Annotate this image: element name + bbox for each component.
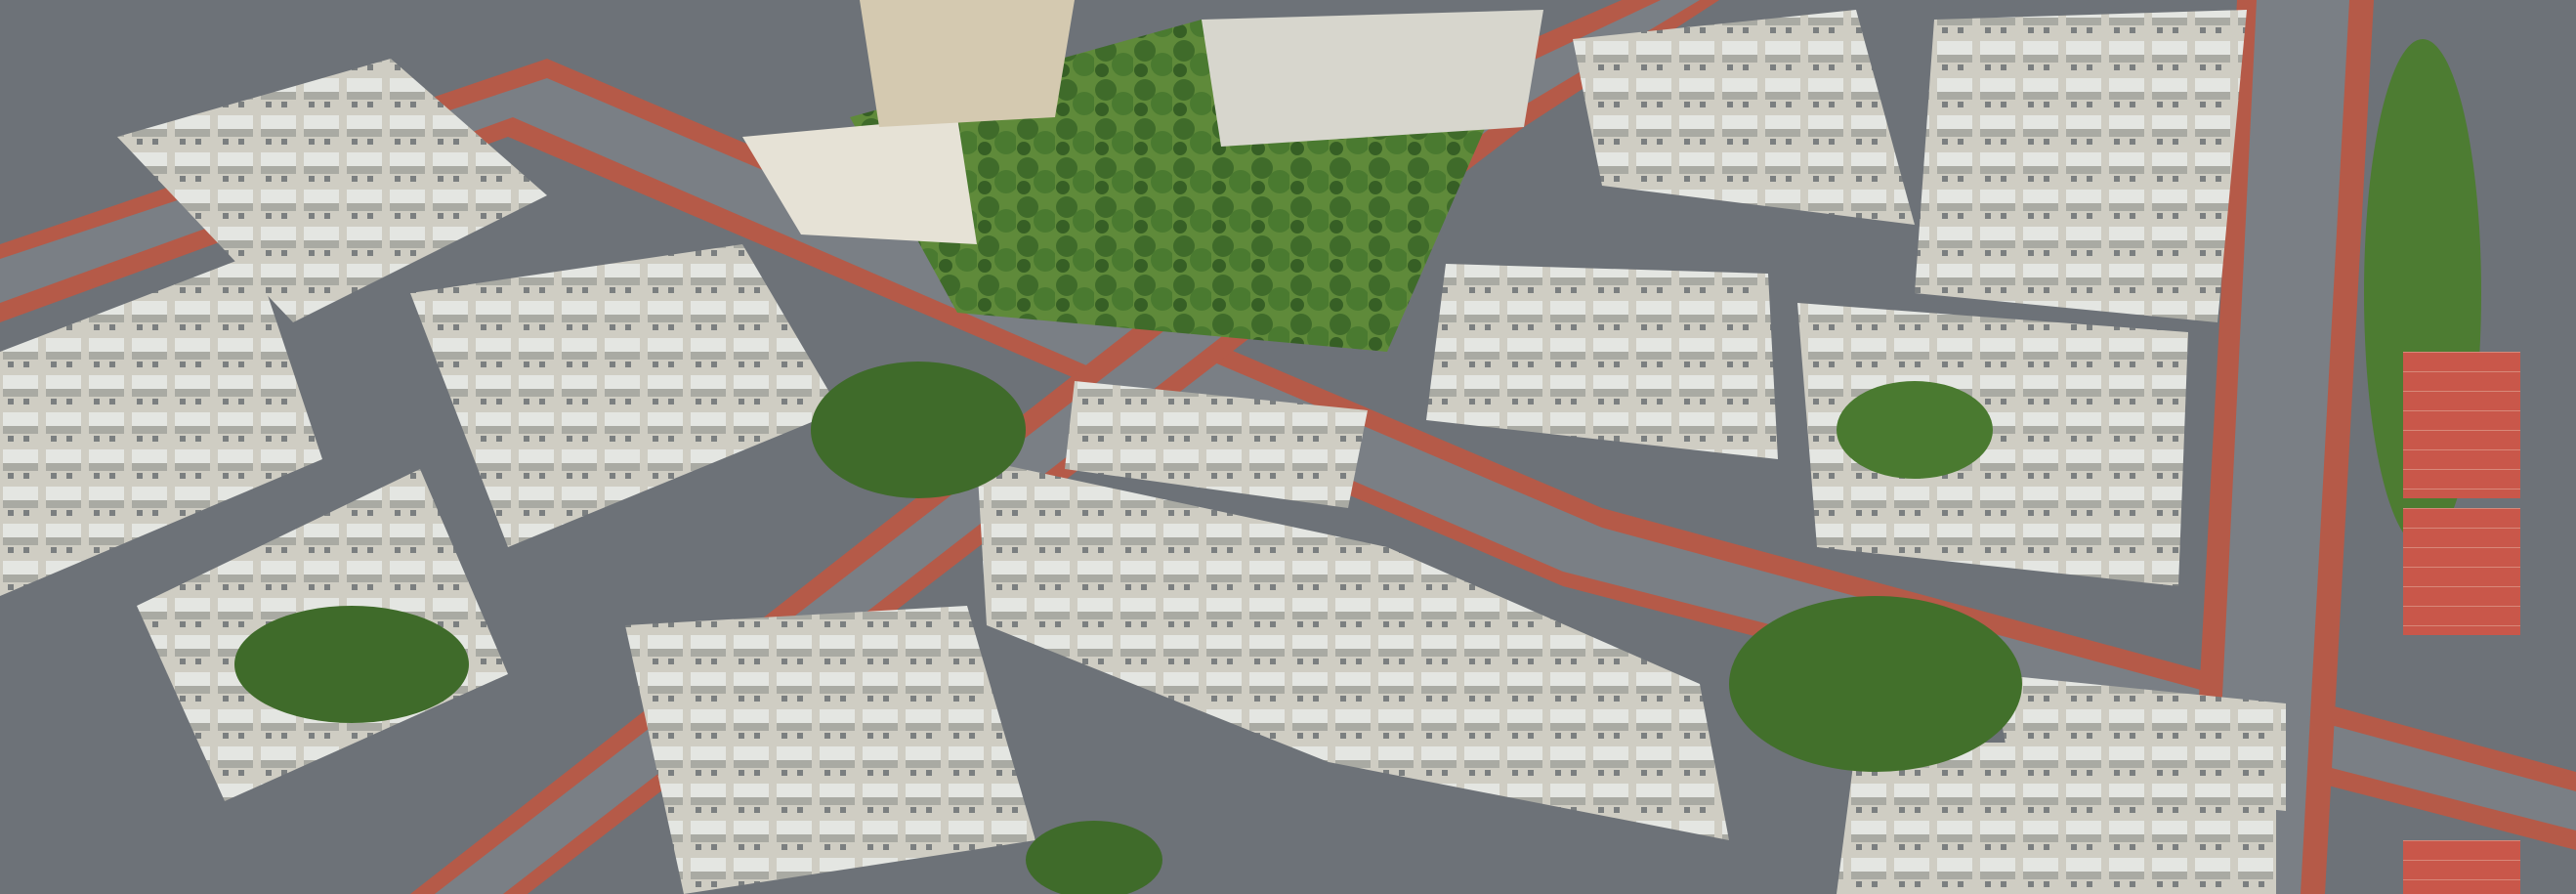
housing-block-e: [1426, 264, 1778, 459]
sports-court-2: [2403, 508, 2520, 635]
housing-block-se2: [1993, 674, 2286, 811]
civic-building: [1202, 10, 1543, 147]
housing-block-cw: [410, 244, 840, 547]
housing-block-c2: [1065, 381, 1368, 508]
housing-block-center: [977, 459, 1729, 840]
plaza: [742, 117, 977, 244]
mosque-building: [860, 0, 1075, 127]
housing-block-s: [625, 606, 1035, 894]
housing-block-e2: [1797, 303, 2188, 586]
housing-block-nw: [117, 59, 547, 322]
sports-court-3: [2403, 840, 2520, 894]
housing-block-ne: [1573, 10, 1915, 225]
sports-court-1: [2403, 352, 2520, 498]
housing-blocks: [0, 10, 2286, 894]
housing-block-far-ne: [1915, 10, 2247, 322]
housing-block-w: [0, 254, 322, 596]
